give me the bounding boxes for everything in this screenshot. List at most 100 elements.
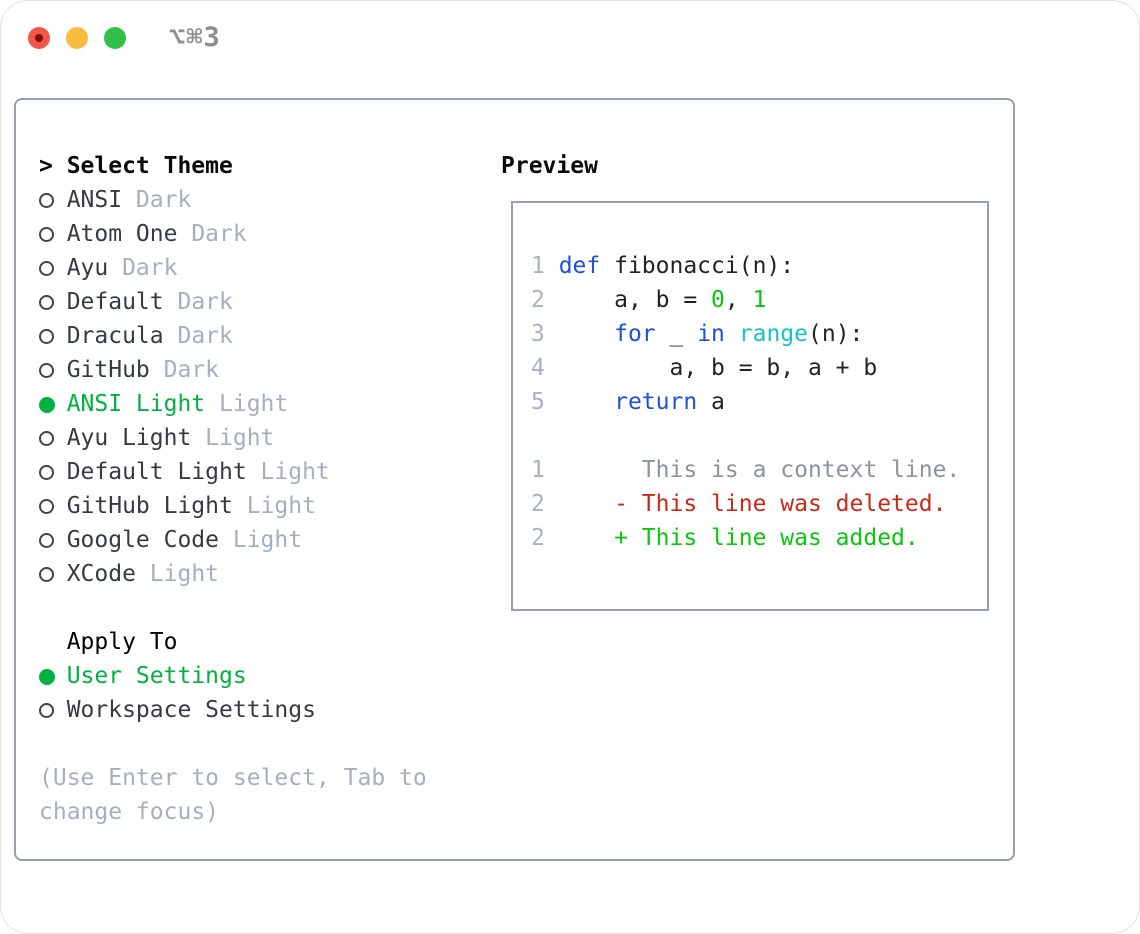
theme-option-ansi-light[interactable]: ANSI Light Light [39,387,427,421]
code-line: 5 return a [531,385,987,419]
theme-option-ayu-light[interactable]: Ayu Light Light [39,421,427,455]
code-token: a [697,389,725,415]
apply-option-user-settings[interactable]: User Settings [39,659,427,693]
theme-variant-label: Light [232,527,303,553]
apply-option-label: Workspace Settings [66,697,316,723]
theme-option-github[interactable]: GitHub Dark [39,353,427,387]
theme-name: Default Light [66,459,247,485]
radio-icon [39,183,67,217]
code-token: a, b = [558,287,712,313]
apply-to-heading-label: Apply To [66,629,178,655]
code-token: a, b = b, a + b [558,355,878,381]
theme-variant-label: Light [246,493,316,519]
zoom-button[interactable] [104,27,126,49]
theme-name: Atom One [66,221,178,247]
theme-name: Dracula [66,323,164,349]
window-title: ⌥⌘3 [169,22,221,53]
diff-preview: 1 This is a context line.2 - This line w… [531,453,987,555]
line-number: 1 [531,457,559,483]
diff-line-added: 2 + This line was added. [531,521,987,555]
apply-option-label: User Settings [66,663,247,689]
diff-line-context: 1 This is a context line. [531,453,987,487]
theme-name: Ayu Light [66,425,192,451]
theme-option-xcode[interactable]: XCode Light [39,557,427,591]
radio-icon [39,285,67,319]
diff-text: + This line was added. [558,525,919,551]
code-line: 3 for _ in range(n): [531,317,987,351]
theme-option-ayu[interactable]: Ayu Dark [39,251,427,285]
theme-variant-label: Dark [163,357,220,383]
preview-heading: Preview [501,149,598,183]
theme-name: GitHub [66,357,150,383]
theme-variant-label: Light [205,425,275,451]
radio-icon [39,557,67,591]
theme-variant-label: Dark [191,221,247,247]
code-token [559,389,614,415]
theme-variant-label: Light [219,391,289,417]
code-token: return [614,389,698,415]
code-token: _ [655,321,698,347]
radio-icon [39,421,67,455]
theme-variant-label: Light [149,561,220,587]
radio-icon [39,353,67,387]
apply-option-workspace-settings[interactable]: Workspace Settings [39,693,427,727]
theme-name: XCode [66,561,136,587]
code-token: in [697,321,725,347]
diff-text: This is a context line. [558,457,961,483]
code-token: , [724,287,753,313]
focus-caret-icon: > [39,153,53,179]
preview-heading-label: Preview [501,153,598,179]
radio-icon [39,251,67,285]
close-button-dot-icon [35,34,43,42]
apply-to-heading: Apply To [39,625,427,659]
select-theme-heading-label: Select Theme [66,153,233,179]
radio-icon [39,693,67,727]
code-token [559,321,614,347]
line-number: 2 [531,491,559,517]
select-theme-heading: > Select Theme [39,149,427,183]
code-token [725,321,739,347]
theme-variant-label: Dark [122,255,178,281]
theme-name: ANSI [66,187,123,213]
theme-variant-label: Light [260,459,330,485]
spacer-row [39,591,427,625]
code-line: 2 a, b = 0, 1 [531,283,987,317]
help-text-line-1: (Use Enter to select, Tab to [39,765,427,791]
radio-icon [39,217,67,251]
radio-icon [39,489,67,523]
close-button[interactable] [28,27,50,49]
diff-line-deleted: 2 - This line was deleted. [531,487,987,521]
help-text-line-2: change focus) [39,799,220,825]
radio-selected-icon [39,387,67,421]
code-token: for [614,321,656,347]
code-token: range [738,321,808,347]
line-number: 5 [531,389,559,415]
theme-name: ANSI Light [66,391,206,417]
theme-option-google-code[interactable]: Google Code Light [39,523,427,557]
radio-selected-icon [39,659,67,693]
spacer-row [531,419,987,453]
theme-name: Ayu [66,255,109,281]
window-titlebar: ⌥⌘3 [1,1,1139,75]
minimize-button[interactable] [66,27,88,49]
theme-option-default-light[interactable]: Default Light Light [39,455,427,489]
code-token: (n): [808,321,864,347]
theme-variant-label: Dark [177,323,233,349]
radio-icon [39,523,67,557]
radio-icon [39,455,67,489]
code-token: def [558,253,601,279]
theme-name: Google Code [66,527,220,553]
theme-option-dracula[interactable]: Dracula Dark [39,319,427,353]
theme-option-atom-one[interactable]: Atom One Dark [39,217,427,251]
code-token: 1 [752,287,767,313]
line-number: 4 [531,355,559,381]
code-line: 4 a, b = b, a + b [531,351,987,385]
